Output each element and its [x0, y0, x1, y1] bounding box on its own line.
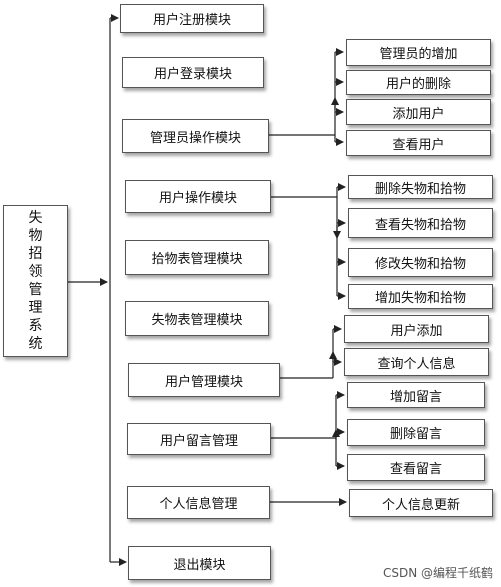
root-char: 物	[28, 228, 43, 244]
module-exit: 退出模块	[128, 546, 271, 580]
root-char: 领	[28, 264, 43, 280]
module-lost-table: 失物表管理模块	[125, 301, 269, 336]
module-user-mgmt: 用户管理模块	[128, 363, 280, 397]
user-view-items: 查看失物和拾物	[348, 208, 493, 238]
module-admin-ops: 管理员操作模块	[122, 119, 269, 153]
root-char: 系	[28, 318, 43, 334]
module-user-ops: 用户操作模块	[125, 180, 271, 213]
user-edit-items: 修改失物和拾物	[348, 248, 493, 277]
watermark: CSDN @编程千纸鹤	[382, 566, 493, 580]
admin-add: 管理员的增加	[346, 39, 491, 66]
user-delete-items: 删除失物和拾物	[348, 175, 493, 199]
root-char: 统	[28, 336, 43, 352]
profile-update: 个人信息更新	[349, 489, 493, 517]
module-profile-mgmt: 个人信息管理	[127, 486, 270, 519]
root-char: 失	[28, 210, 43, 226]
message-add: 增加留言	[347, 382, 485, 408]
module-message-mgmt: 用户留言管理	[127, 423, 271, 455]
message-view: 查看留言	[347, 454, 485, 481]
root-title: 失 物 招 领 管 理 系 统	[29, 209, 43, 353]
root-char: 理	[28, 300, 43, 316]
usermgmt-query: 查询个人信息	[344, 348, 489, 376]
module-user-login: 用户登录模块	[122, 57, 264, 88]
module-found-table: 拾物表管理模块	[125, 240, 269, 275]
module-user-register: 用户注册模块	[120, 4, 264, 33]
root-box: 失 物 招 领 管 理 系 统	[3, 205, 68, 357]
message-delete: 删除留言	[347, 419, 485, 446]
root-char: 管	[28, 282, 43, 298]
admin-user-view: 查看用户	[346, 130, 491, 156]
user-add-items: 增加失物和拾物	[348, 284, 493, 309]
admin-user-add: 添加用户	[346, 99, 491, 125]
usermgmt-add: 用户添加	[344, 315, 489, 343]
root-char: 招	[28, 246, 43, 262]
admin-user-delete: 用户的删除	[346, 70, 491, 95]
